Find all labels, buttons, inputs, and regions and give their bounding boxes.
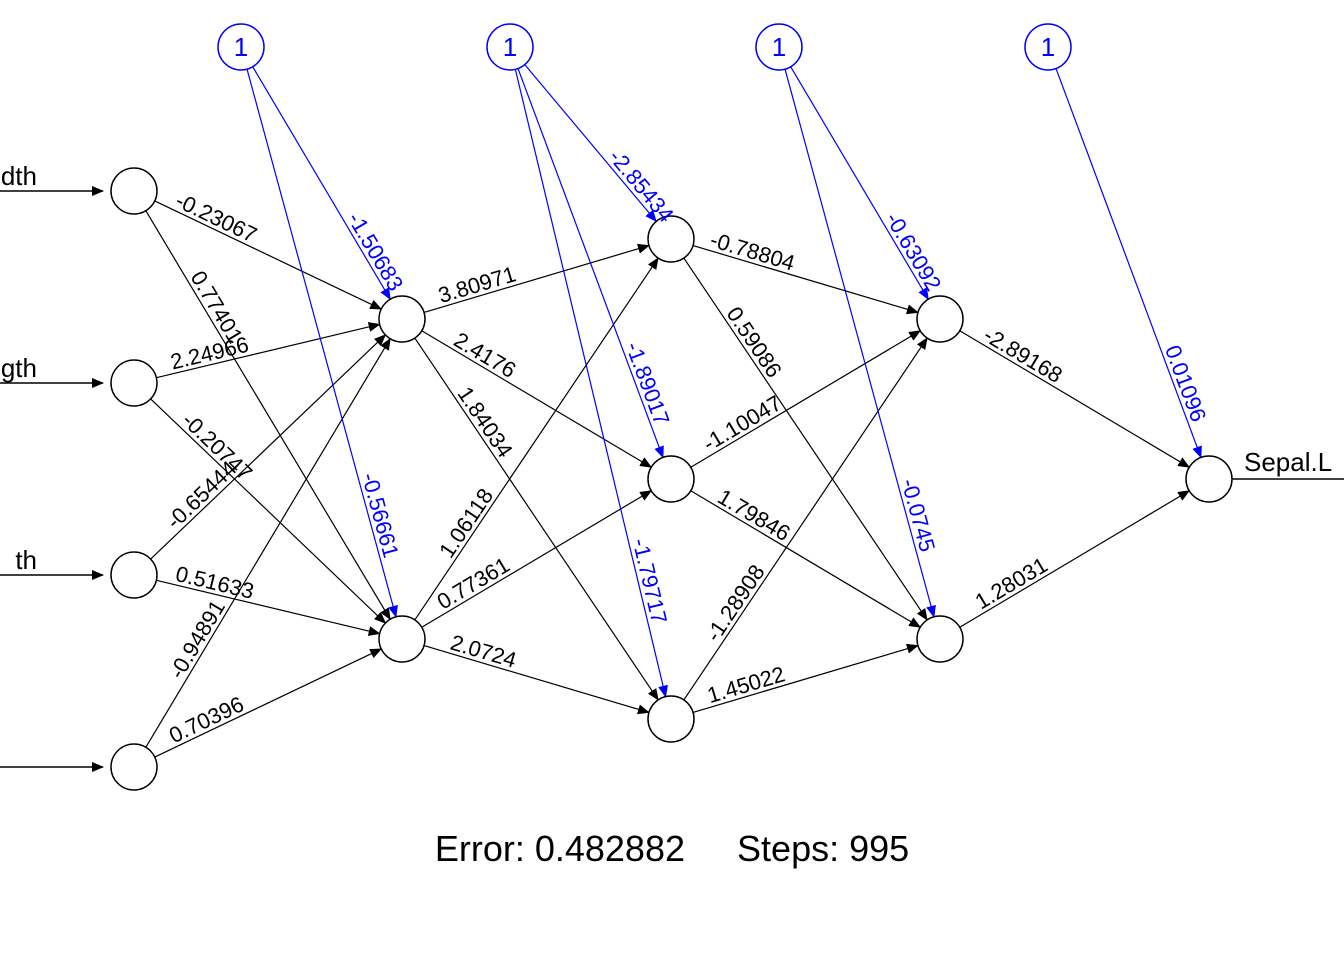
- bias-node-symbol: 1: [503, 32, 517, 62]
- weight-edge-L2N2-L3N0: [683, 337, 928, 701]
- bias-edge-B0-L1N0: [252, 66, 391, 301]
- neuron-L0N2: [110, 551, 158, 599]
- weight-label: 2.24966: [168, 332, 251, 375]
- weight-label: 1.28031: [971, 552, 1052, 614]
- weight-edge-L3N1-L4N0: [959, 490, 1191, 628]
- bias-label: -0.56661: [357, 470, 404, 560]
- error-value: Error: 0.482882: [434, 828, 685, 869]
- weight-label: -0.94891: [164, 596, 230, 683]
- weight-edge-L0N0-L1N1: [145, 210, 391, 621]
- weight-edge-L1N0-L2N1: [421, 330, 653, 468]
- bias-node-B2: [755, 23, 803, 71]
- weight-label: 1.79846: [713, 484, 794, 546]
- input-label: dth: [1, 161, 37, 191]
- weight-edge-L1N1-L2N1: [421, 490, 653, 628]
- weight-edge-L1N1-L2N0: [414, 257, 659, 621]
- training-summary: Error: 0.482882 Steps: 995: [0, 828, 1344, 870]
- weight-label: -0.23067: [172, 188, 261, 248]
- weight-edge-L2N1-L3N1: [690, 490, 922, 628]
- neuron-L0N3: [110, 743, 158, 791]
- neuron-L4N0: [1185, 455, 1233, 503]
- bias-label: -0.0745: [896, 476, 940, 555]
- weight-label: -1.28908: [701, 560, 770, 646]
- bias-label: -2.85434: [604, 144, 679, 227]
- bias-node-symbol: 1: [234, 32, 248, 62]
- neuron-L3N1: [916, 615, 964, 663]
- weight-label: 3.80971: [435, 261, 518, 308]
- weight-edge-L0N1-L1N1: [150, 398, 387, 624]
- weight-label: 1.06118: [434, 484, 498, 563]
- input-label: gth: [1, 353, 37, 383]
- weight-edge-L1N0-L2N2: [414, 337, 659, 701]
- bias-edge-B1-L2N0: [524, 64, 657, 223]
- neuron-L2N0: [647, 215, 695, 263]
- bias-edge-B2-L3N0: [790, 66, 929, 301]
- neuron-L2N1: [647, 455, 695, 503]
- weight-label: 1.45022: [704, 661, 787, 708]
- bias-node-B3: [1024, 23, 1072, 71]
- weight-label: -2.89168: [979, 322, 1066, 388]
- bias-label: -0.63092: [881, 208, 947, 295]
- weight-label: 2.4176: [450, 327, 521, 383]
- neuron-L0N0: [110, 167, 158, 215]
- neuron-L2N2: [647, 695, 695, 743]
- weight-edge-L2N1-L3N0: [690, 330, 922, 468]
- weight-label: -1.10047: [699, 390, 786, 456]
- weight-label: 0.77361: [433, 552, 514, 614]
- weight-edge-L2N2-L3N1: [692, 643, 919, 714]
- bias-node-B1: [486, 23, 534, 71]
- bias-node-symbol: 1: [1041, 32, 1055, 62]
- weight-edge-L0N1-L1N0: [156, 322, 381, 379]
- weight-label: -0.78804: [707, 227, 797, 276]
- output-label: Sepal.L: [1244, 447, 1332, 477]
- bias-node-B0: [217, 23, 265, 71]
- bias-edge-B1-L2N1: [517, 68, 664, 459]
- bias-edge-B3-L4N0: [1055, 68, 1202, 459]
- weight-edge-L0N2-L1N1: [156, 579, 381, 636]
- bias-label: 0.01096: [1160, 342, 1211, 425]
- weight-label: 0.51633: [173, 561, 256, 604]
- weight-label: 0.70396: [165, 691, 248, 748]
- steps-value: Steps: 995: [737, 828, 910, 869]
- bias-label: -1.89017: [621, 338, 675, 428]
- weight-edge-L2N0-L3N1: [683, 257, 928, 621]
- weight-label: 0.59086: [722, 302, 787, 382]
- weight-label: 1.84034: [453, 382, 518, 462]
- bias-edge-B2-L3N1: [784, 69, 936, 618]
- bias-edge-B1-L2N2: [514, 69, 668, 698]
- weight-edge-L0N2-L1N0: [150, 334, 387, 560]
- weight-edge-L0N3-L1N1: [154, 648, 383, 758]
- bias-node-symbol: 1: [772, 32, 786, 62]
- weight-edge-L1N0-L2N0: [423, 243, 650, 314]
- weight-edge-L0N3-L1N0: [145, 337, 391, 748]
- weight-label: 2.0724: [448, 630, 520, 673]
- weight-edge-L1N1-L2N2: [423, 644, 650, 715]
- weight-edge-L0N0-L1N0: [154, 200, 383, 310]
- neuron-L1N0: [378, 295, 426, 343]
- input-label: th: [15, 545, 37, 575]
- neuron-L3N0: [916, 295, 964, 343]
- bias-edge-B0-L1N1: [246, 69, 398, 618]
- bias-label: -1.50683: [343, 208, 409, 295]
- bias-label: -1.79717: [628, 536, 673, 626]
- weight-edge-L3N0-L4N0: [959, 330, 1191, 468]
- neuron-L0N1: [110, 359, 158, 407]
- weight-label: -0.65444: [161, 456, 241, 534]
- weight-edge-L2N0-L3N0: [692, 244, 919, 315]
- neuron-L1N1: [378, 615, 426, 663]
